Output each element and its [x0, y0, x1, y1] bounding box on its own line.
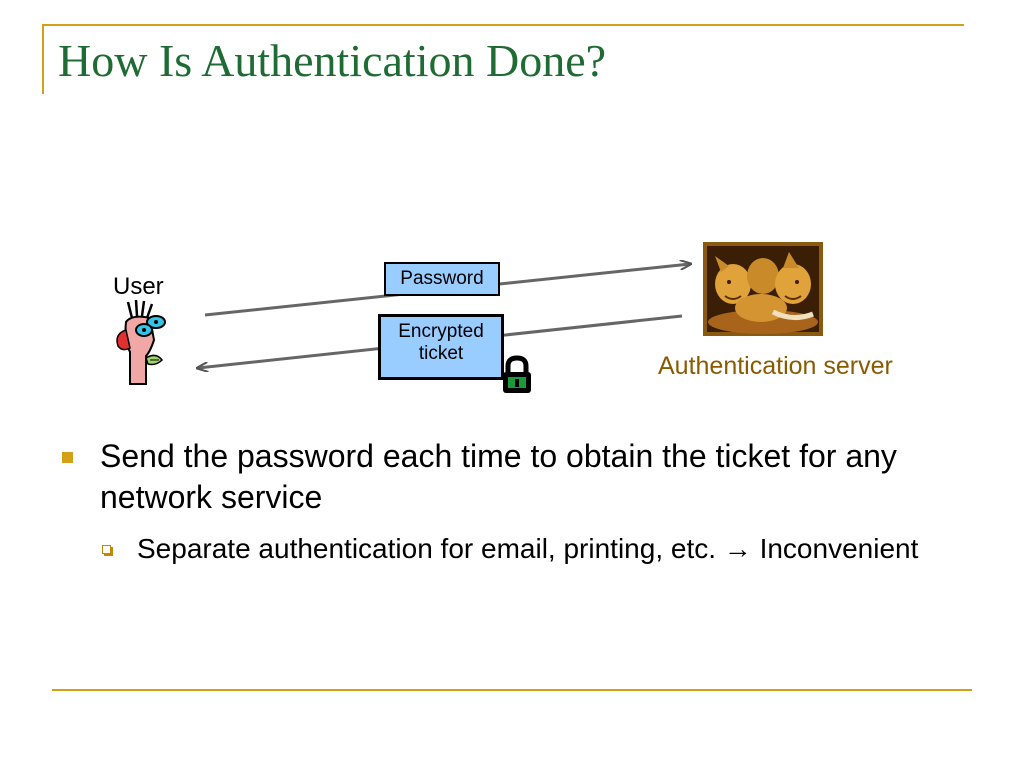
user-label: User — [113, 273, 164, 300]
hollow-square-bullet-icon — [102, 545, 111, 554]
square-bullet-icon — [62, 452, 73, 463]
bullet-item: Send the password each time to obtain th… — [62, 436, 972, 518]
bullet-text: Send the password each time to obtain th… — [100, 438, 897, 515]
right-arrow-icon: → — [723, 533, 752, 564]
three-headed-dog-image — [703, 242, 823, 336]
encrypted-ticket-box: Encrypted ticket — [378, 314, 504, 380]
user-cartoon-icon — [116, 300, 166, 385]
left-rule — [42, 24, 44, 94]
sub-bullet-item: Separate authentication for email, print… — [62, 530, 972, 567]
server-label: Authentication server — [658, 352, 893, 380]
slide-title: How Is Authentication Done? — [58, 35, 607, 86]
top-rule — [44, 24, 964, 26]
padlock-icon — [503, 355, 531, 393]
ticket-line-2: ticket — [418, 343, 464, 364]
footer-rule — [52, 689, 972, 691]
sub-bullet-tail: Inconvenient — [759, 533, 919, 564]
bullet-list: Send the password each time to obtain th… — [62, 436, 972, 567]
sub-bullet-text: Separate authentication for email, print… — [137, 533, 717, 564]
ticket-line-1: Encrypted — [398, 321, 484, 342]
password-box: Password — [384, 262, 500, 296]
